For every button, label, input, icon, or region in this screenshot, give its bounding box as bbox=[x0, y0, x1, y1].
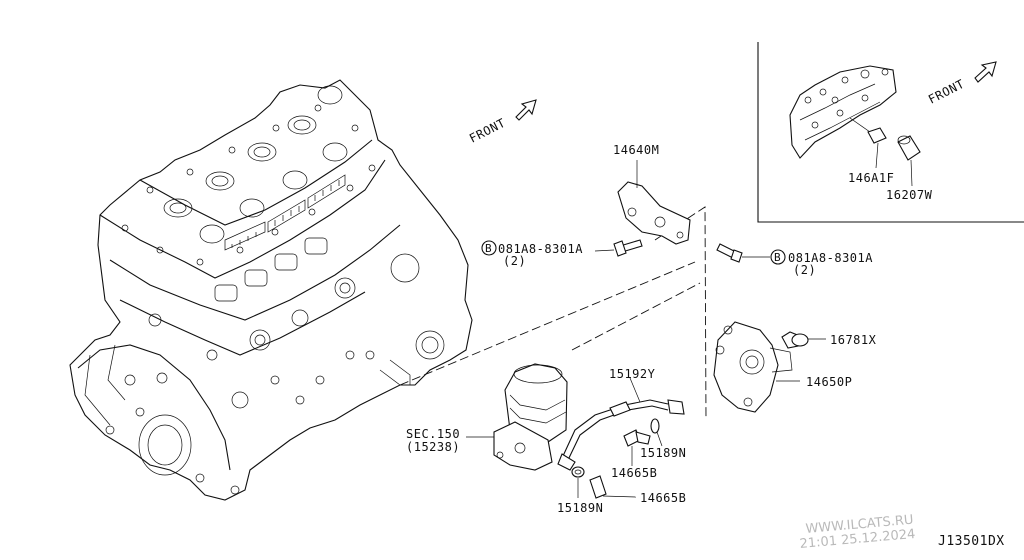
label-16207W: 16207W bbox=[886, 188, 933, 202]
label-15192Y: 15192Y bbox=[609, 367, 656, 381]
watermark: WWW.ILCATS.RU 21:01 25.12.2024 bbox=[799, 513, 916, 552]
oil-filter-assembly: SEC.150 (15238) bbox=[406, 363, 568, 471]
label-14650P: 14650P bbox=[806, 375, 852, 389]
label-sec150: SEC.150 bbox=[406, 427, 460, 441]
label-14640M: 14640M bbox=[613, 143, 659, 157]
label-081A8-8301A-left-qty: (2) bbox=[503, 254, 526, 268]
label-15189N-lower: 15189N bbox=[557, 501, 603, 515]
engine-block-illustration bbox=[69, 79, 473, 501]
washer-15189N-lower: 15189N bbox=[557, 466, 603, 515]
bolt-14665B-upper: 14665B bbox=[611, 429, 657, 480]
oring-16781X: 16781X bbox=[791, 333, 877, 347]
bolt-left bbox=[594, 239, 643, 257]
label-081A8-8301A-left: 081A8-8301A bbox=[498, 242, 583, 256]
bolt-symbol-left-text: B bbox=[485, 242, 492, 255]
bolt-14665B-lower: 14665B bbox=[589, 475, 686, 505]
bracket-14640M: 14640M bbox=[613, 143, 691, 245]
label-16781X: 16781X bbox=[830, 333, 877, 347]
diagram-id: J13501DX bbox=[938, 534, 1005, 549]
label-081A8-8301A-right-qty: (2) bbox=[793, 263, 816, 277]
front-label-inset: FRONT bbox=[926, 77, 967, 107]
inset-box: 146A1F 16207W FRONT bbox=[757, 42, 1024, 223]
label-146A1F: 146A1F bbox=[848, 171, 894, 185]
label-14665B-lower: 14665B bbox=[640, 491, 686, 505]
label-081A8-8301A-right: 081A8-8301A bbox=[788, 251, 873, 265]
front-label-main: FRONT bbox=[467, 116, 508, 146]
label-15189N-upper: 15189N bbox=[640, 446, 686, 460]
hose-15192Y: 15192Y bbox=[557, 367, 685, 471]
label-14665B-upper: 14665B bbox=[611, 466, 657, 480]
front-arrow-main: FRONT bbox=[467, 99, 537, 146]
bolt-symbol-left: B 081A8-8301A (2) bbox=[481, 240, 583, 268]
bolt-symbol-right: B 081A8-8301A (2) bbox=[770, 249, 873, 277]
label-sec150-ref: (15238) bbox=[406, 440, 460, 454]
bolt-right bbox=[716, 243, 770, 263]
bolt-symbol-right-text: B bbox=[774, 251, 781, 264]
washer-15189N-upper: 15189N bbox=[640, 418, 686, 460]
